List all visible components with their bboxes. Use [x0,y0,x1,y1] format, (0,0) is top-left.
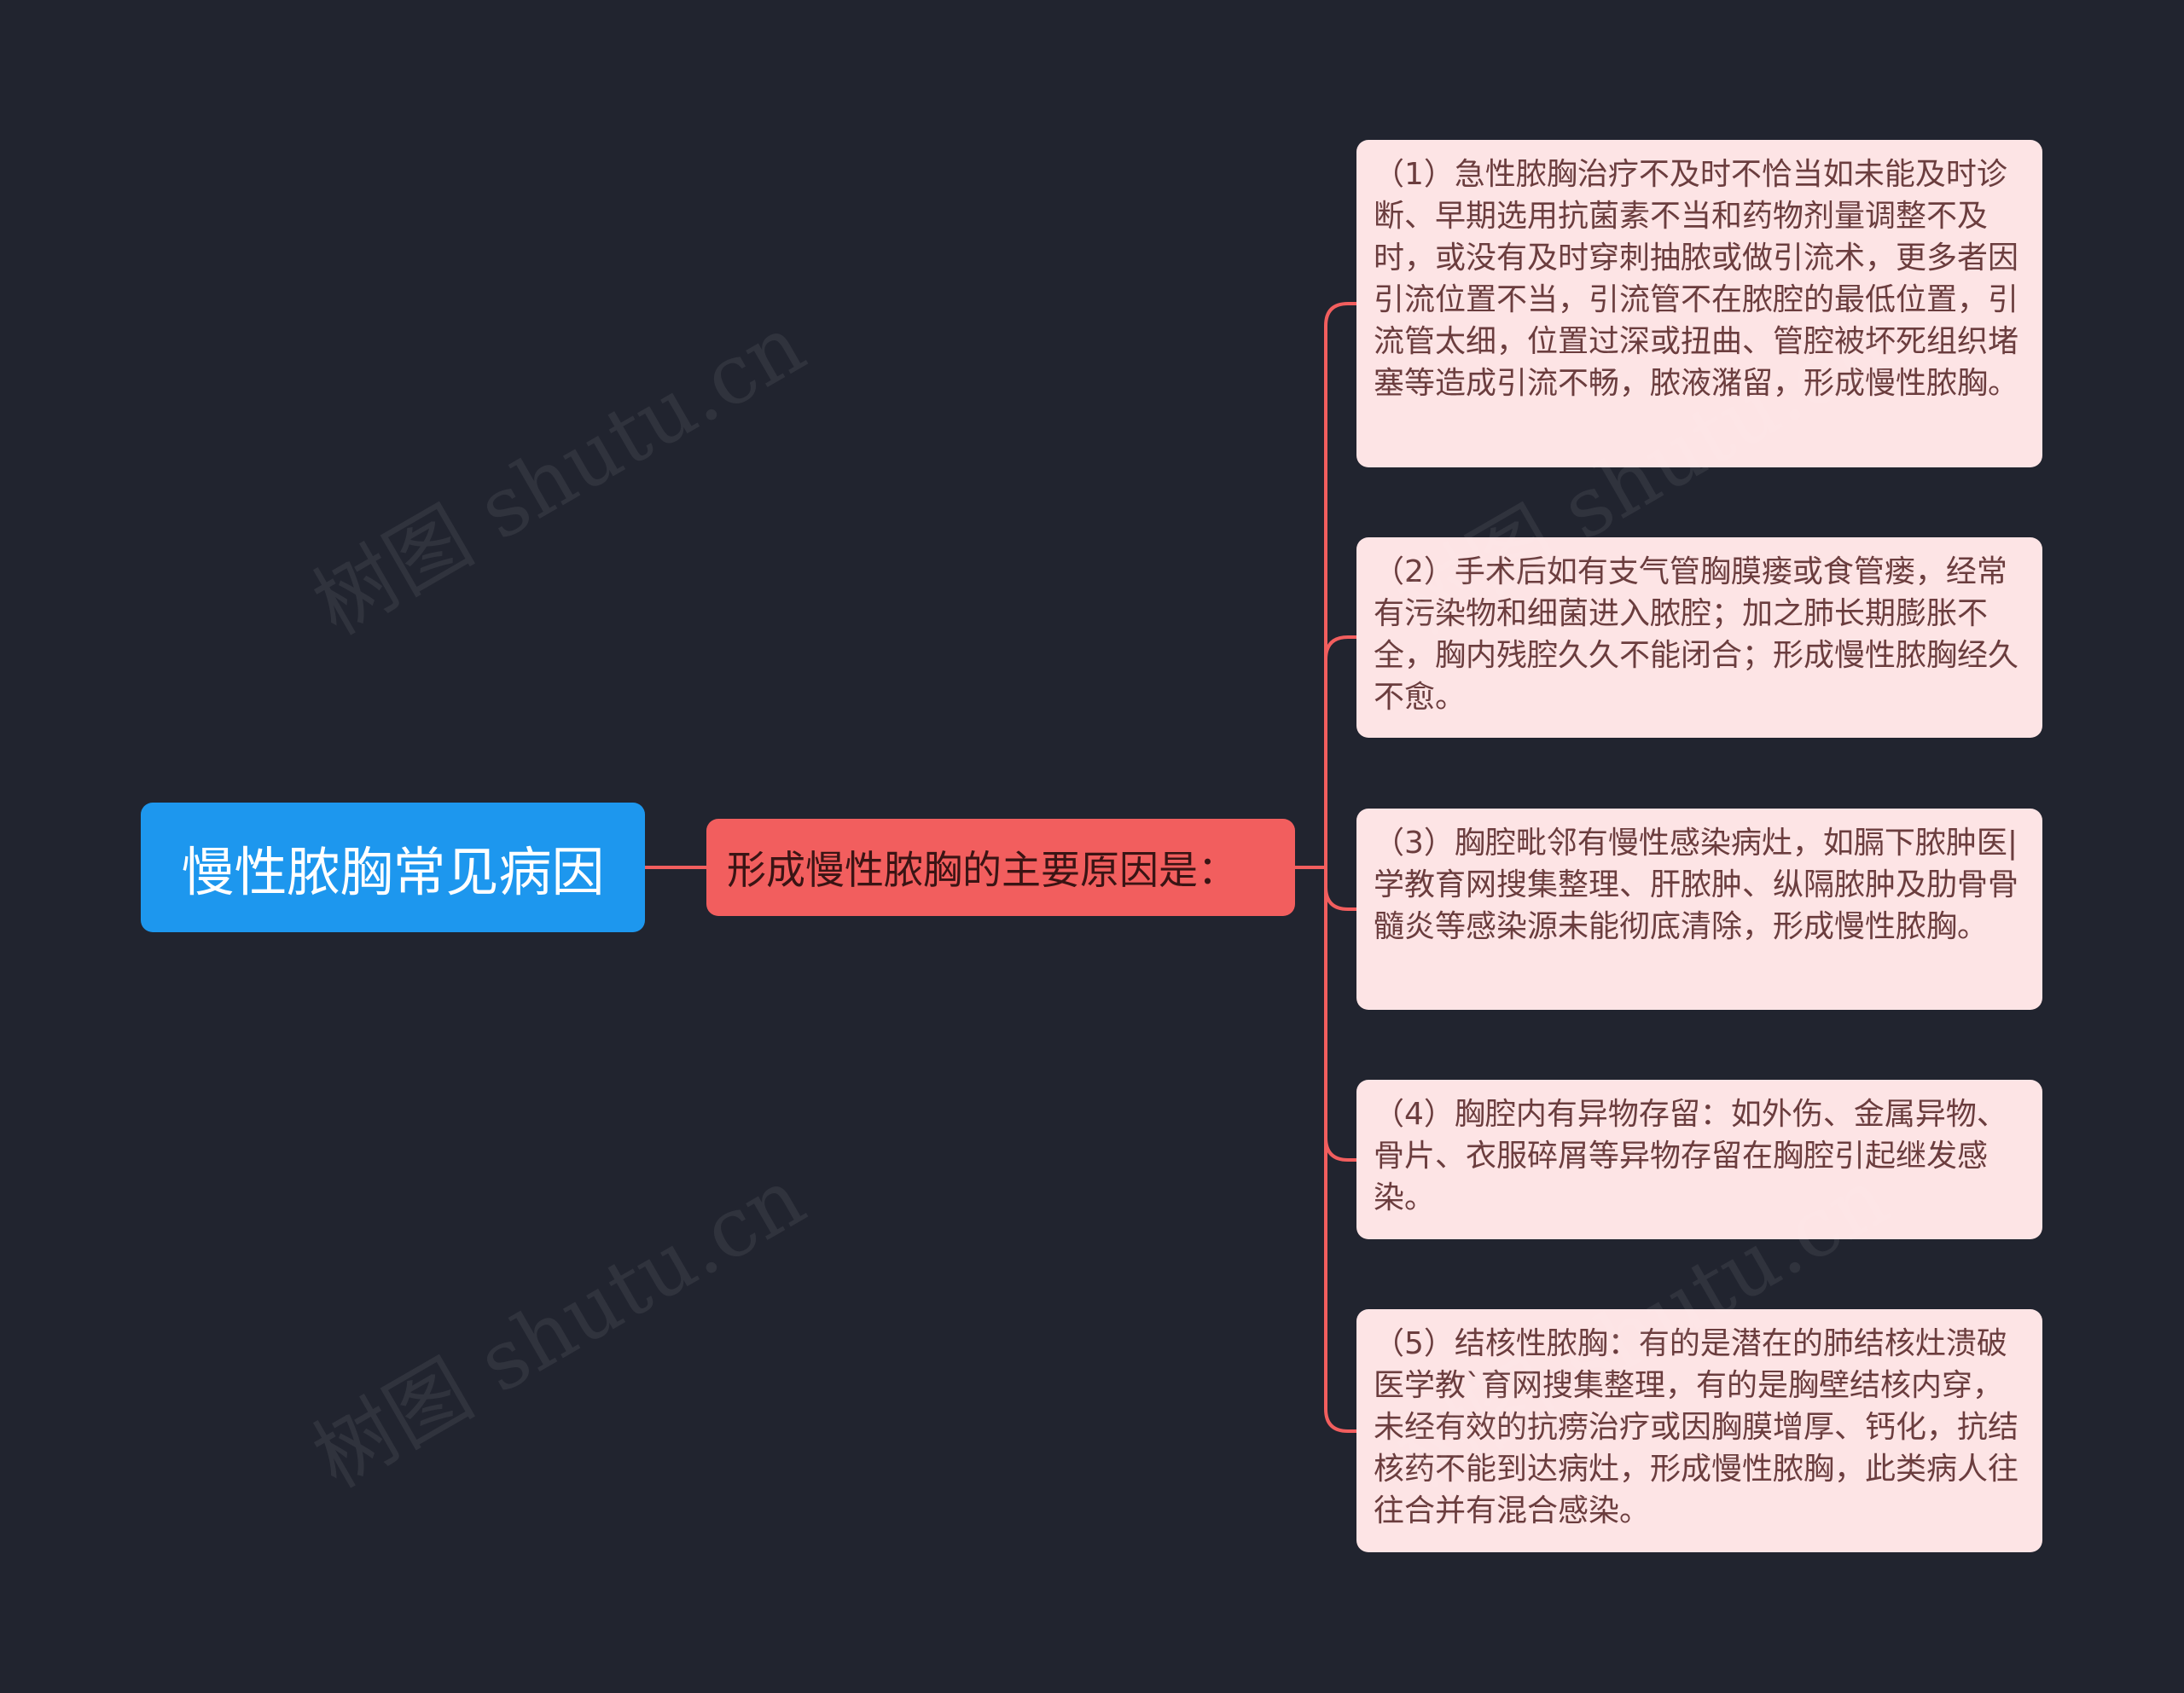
leaf-cause-4[interactable]: （4）胸腔内有异物存留：如外伤、金属异物、骨片、衣服碎屑等异物存留在胸腔引起继发… [1356,1080,2042,1239]
connector-leaf-2 [1324,635,1356,867]
leaf-text: （1）急性脓胸治疗不及时不恰当如未能及时诊断、早期选用抗菌素不当和药物剂量调整不… [1374,157,2019,401]
subtopic-label: 形成慢性脓胸的主要原因是： [727,847,1237,893]
leaf-text: （3）胸腔毗邻有慢性感染病灶，如膈下脓肿医|学教育网搜集整理、肝脓肿、纵隔脓肿及… [1374,826,2019,944]
root-topic-label: 慢性脓胸常见病因 [181,841,605,903]
leaf-text: （2）手术后如有支气管胸膜瘘或食管瘘，经常有污染物和细菌进入脓腔；加之肺长期膨胀… [1374,554,2019,715]
connector-leaf-4 [1324,867,1356,1162]
leaf-cause-5[interactable]: （5）结核性脓胸：有的是潜在的肺结核灶溃破医学教`育网搜集整理，有的是胸壁结核内… [1356,1309,2042,1552]
leaf-cause-1[interactable]: （1）急性脓胸治疗不及时不恰当如未能及时诊断、早期选用抗菌素不当和药物剂量调整不… [1356,140,2042,467]
connector-leaf-3 [1324,867,1356,911]
leaf-cause-3[interactable]: （3）胸腔毗邻有慢性感染病灶，如膈下脓肿医|学教育网搜集整理、肝脓肿、纵隔脓肿及… [1356,809,2042,1010]
subtopic-main-causes[interactable]: 形成慢性脓胸的主要原因是： [706,819,1295,916]
root-topic[interactable]: 慢性脓胸常见病因 [141,803,645,932]
connector-leaf-1 [1324,302,1356,867]
leaf-text: （5）结核性脓胸：有的是潜在的肺结核灶溃破医学教`育网搜集整理，有的是胸壁结核内… [1374,1326,2019,1528]
leaf-text: （4）胸腔内有异物存留：如外伤、金属异物、骨片、衣服碎屑等异物存留在胸腔引起继发… [1374,1097,2007,1215]
connector-leaf-5 [1324,867,1356,1433]
leaf-cause-2[interactable]: （2）手术后如有支气管胸膜瘘或食管瘘，经常有污染物和细菌进入脓腔；加之肺长期膨胀… [1356,537,2042,738]
